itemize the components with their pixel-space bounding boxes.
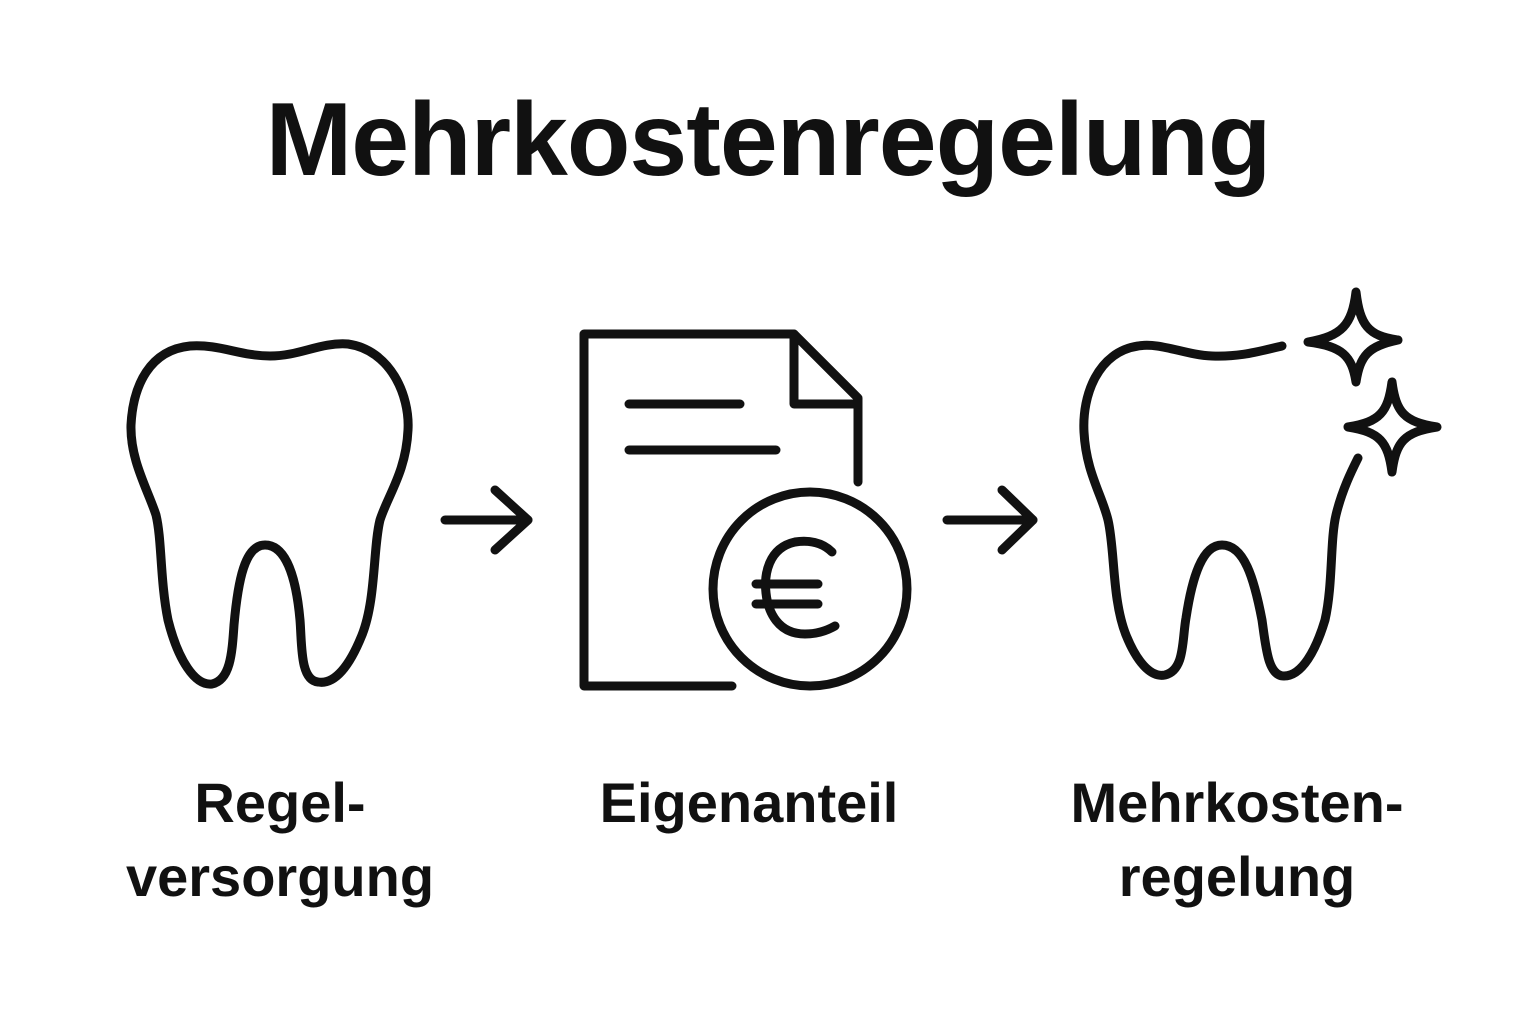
label-line: Eigenanteil: [599, 771, 899, 834]
step-label-regelversorgung: Regel- versorgung: [50, 766, 510, 914]
sparkle-large-icon: [1303, 287, 1403, 387]
label-line: regelung: [1118, 845, 1356, 908]
arrow-right-icon: [942, 485, 1038, 555]
step-label-mehrkostenregelung: Mehrkosten- regelung: [1007, 766, 1467, 914]
sparkling-tooth-icon: [1079, 287, 1442, 681]
arrow-right-icon: [440, 485, 533, 555]
label-line: Mehrkosten-: [1070, 771, 1404, 834]
tooth-icon: [126, 339, 413, 689]
label-line: versorgung: [125, 845, 435, 908]
tooth-outline: [1079, 340, 1363, 681]
document-euro-icon: [579, 329, 912, 691]
page-title: Mehrkostenregelung: [265, 82, 1272, 198]
step-label-eigenanteil: Eigenanteil: [519, 766, 979, 840]
euro-coin: [708, 487, 912, 691]
document-outline: [579, 329, 863, 691]
euro-symbol: [761, 536, 840, 639]
document-fold: [789, 329, 863, 409]
label-line: Regel-: [194, 771, 366, 834]
sparkle-small-icon: [1343, 377, 1442, 477]
